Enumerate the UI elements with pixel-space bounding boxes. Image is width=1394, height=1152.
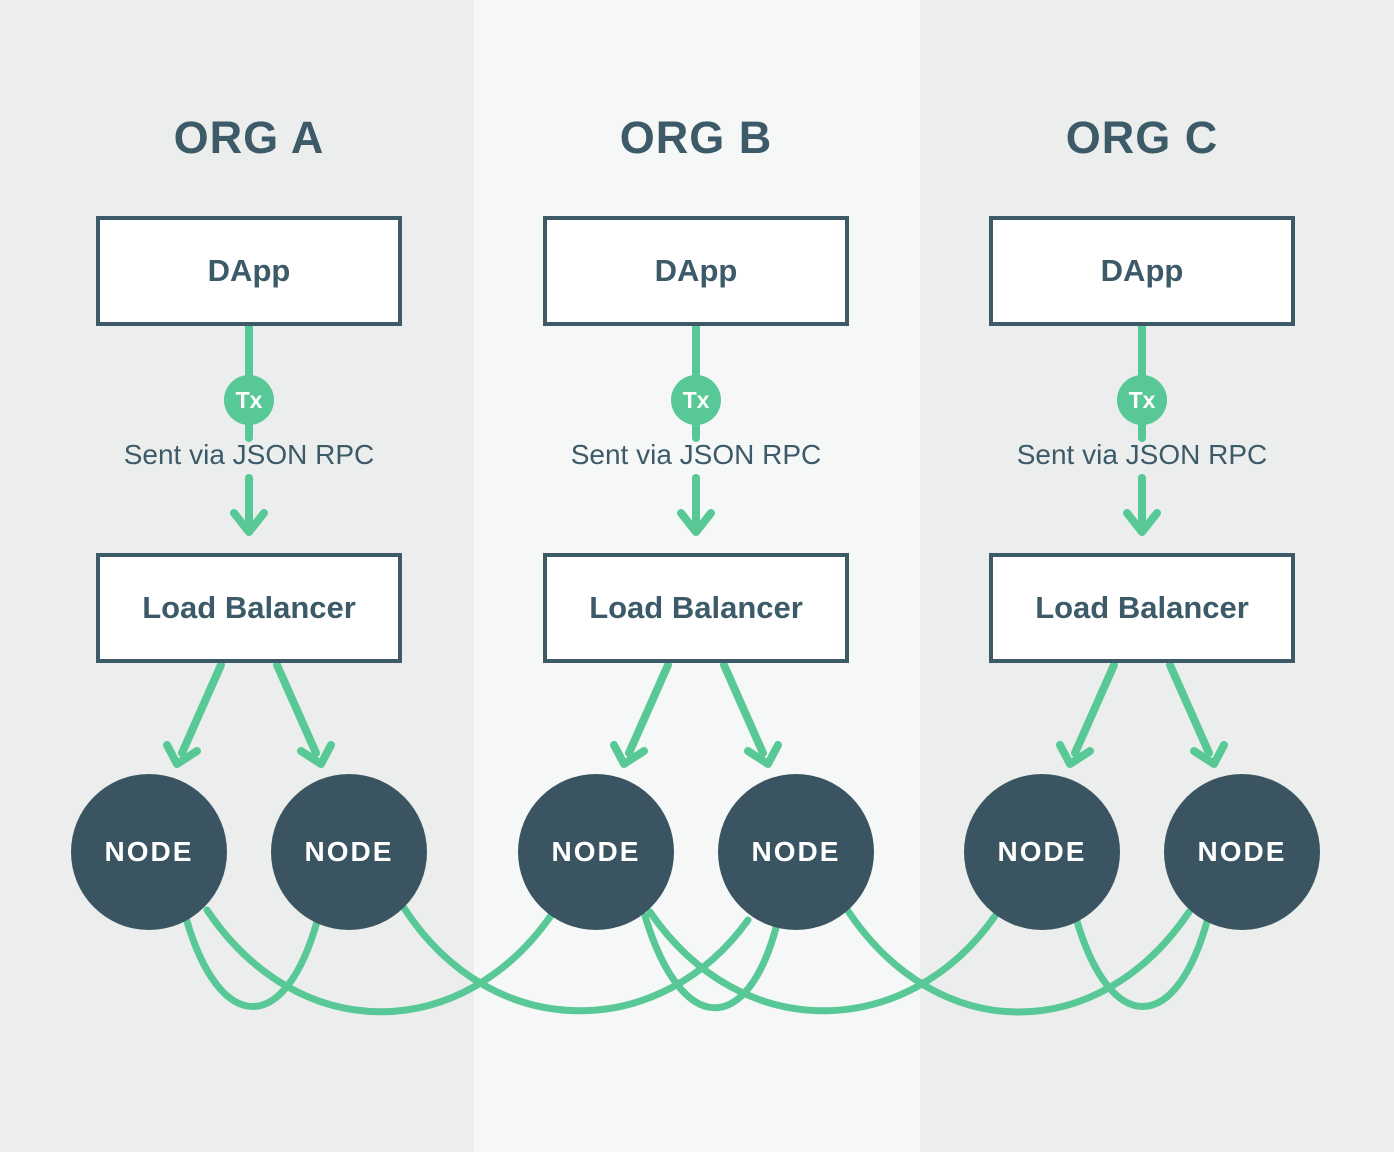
node-label: NODE (304, 836, 394, 867)
dapp-box: DApp (543, 216, 849, 326)
dapp-box: DApp (989, 216, 1295, 326)
dapp-label: DApp (1100, 253, 1184, 288)
mesh-link-b1-b2 (641, 912, 781, 1012)
tx-badge: Tx (224, 375, 274, 425)
load-balancer-box: Load Balancer (96, 553, 402, 663)
node-circle: NODE (71, 774, 227, 930)
column-org-c: ORG C DApp Tx Sent via JSON RPC Load Bal… (962, 0, 1322, 1152)
node-circle: NODE (718, 774, 874, 930)
tx-label: Tx (235, 386, 263, 413)
org-title: ORG A (173, 112, 325, 163)
dapp-box: DApp (96, 216, 402, 326)
tx-badge: Tx (671, 375, 721, 425)
load-balancer-label: Load Balancer (142, 590, 356, 625)
dapp-label: DApp (654, 253, 738, 288)
node-circle: NODE (518, 774, 674, 930)
node-mesh-links (182, 904, 1212, 1016)
node-label: NODE (997, 836, 1087, 867)
node-label: NODE (551, 836, 641, 867)
dapp-label: DApp (207, 253, 291, 288)
node-label: NODE (751, 836, 841, 867)
org-title: ORG B (619, 112, 773, 163)
column-org-a: ORG A DApp Tx Sent via JSON RPC Load Bal… (69, 0, 429, 1152)
rpc-caption: Sent via JSON RPC (570, 439, 822, 470)
node-circle: NODE (964, 774, 1120, 930)
load-balancer-box: Load Balancer (989, 553, 1295, 663)
mesh-link-c1-c2 (1072, 914, 1212, 1010)
node-circle: NODE (271, 774, 427, 930)
node-circle: NODE (1164, 774, 1320, 930)
mesh-link-a1-a2 (182, 914, 322, 1010)
node-label: NODE (104, 836, 194, 867)
rpc-caption: Sent via JSON RPC (123, 439, 375, 470)
org-title: ORG C (1065, 112, 1219, 163)
column-org-b: ORG B DApp Tx Sent via JSON RPC Load Bal… (516, 0, 876, 1152)
tx-label: Tx (1128, 386, 1156, 413)
tx-label: Tx (682, 386, 710, 413)
load-balancer-box: Load Balancer (543, 553, 849, 663)
rpc-caption: Sent via JSON RPC (1016, 439, 1268, 470)
node-label: NODE (1197, 836, 1287, 867)
mesh-link-a2-b2 (400, 904, 752, 1015)
mesh-link-a1-b1 (203, 906, 556, 1016)
mesh-link-b1-c1 (646, 908, 999, 1015)
tx-badge: Tx (1117, 375, 1167, 425)
mesh-link-b2-c2 (842, 904, 1193, 1016)
load-balancer-label: Load Balancer (589, 590, 803, 625)
load-balancer-label: Load Balancer (1035, 590, 1249, 625)
